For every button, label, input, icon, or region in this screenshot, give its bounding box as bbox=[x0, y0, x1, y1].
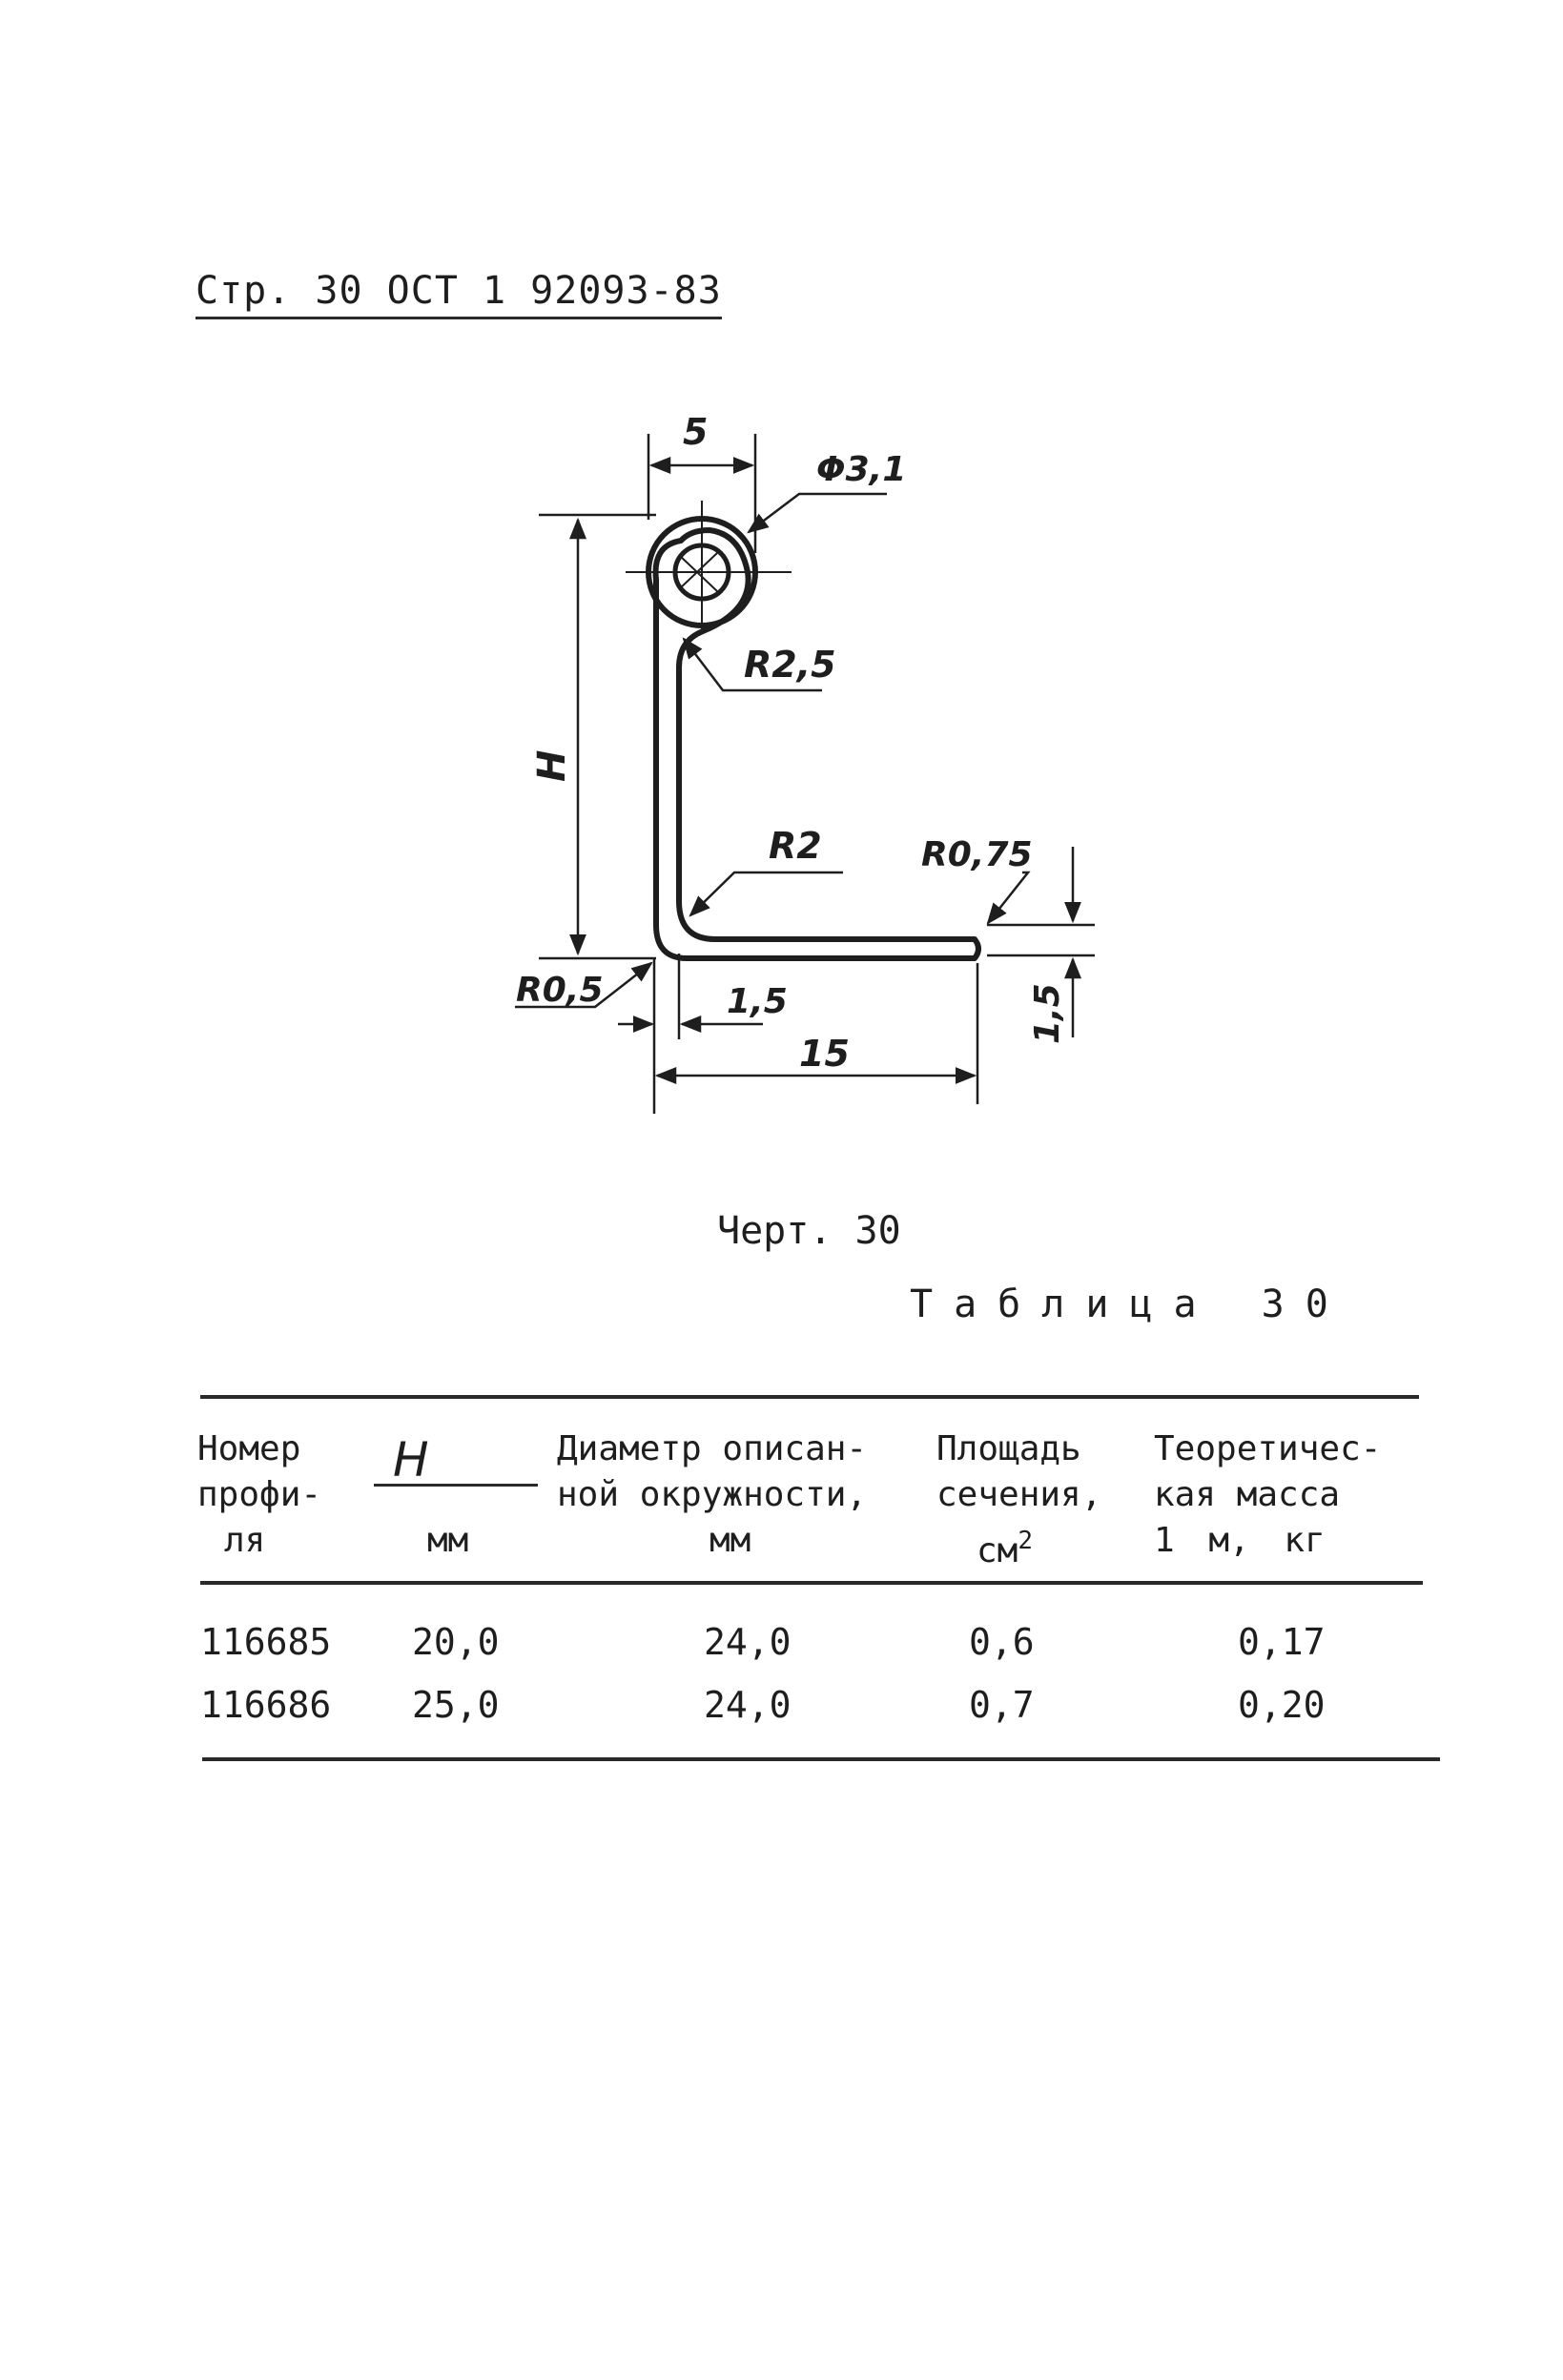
row2-profile: 116686 bbox=[200, 1684, 332, 1726]
header-area: Площадь сечения, см2 bbox=[936, 1429, 1102, 1570]
dim-radius-top-label: R2,5 bbox=[744, 644, 836, 686]
row2-area: 0,7 bbox=[969, 1684, 1035, 1726]
center-lines bbox=[626, 501, 792, 629]
dim-length-label: 15 bbox=[799, 1033, 850, 1075]
dim-radius-end-label: R0,75 bbox=[921, 835, 1033, 874]
dim-thickness-vertical-label: 1,5 bbox=[1028, 983, 1067, 1044]
dim-height-label: H bbox=[530, 750, 574, 782]
page-header: Стр. 30 ОСТ 1 92093-83 bbox=[195, 269, 722, 319]
drawing-caption: Черт. 30 bbox=[717, 1209, 901, 1253]
row1-area: 0,6 bbox=[969, 1621, 1035, 1663]
row2-diameter: 24,0 bbox=[704, 1684, 792, 1726]
row2-h: 25,0 bbox=[412, 1684, 500, 1726]
row1-profile: 116685 bbox=[200, 1621, 332, 1663]
dim-radius-inner-label: R2 bbox=[769, 825, 822, 867]
dim-top-label: 5 bbox=[683, 411, 708, 453]
dim-radius-corner-label: R0,5 bbox=[516, 971, 604, 1010]
h-header-rule bbox=[374, 1484, 538, 1487]
table-bottom-rule bbox=[202, 1757, 1440, 1761]
dim-diameter-label: Φ3,1 bbox=[816, 450, 906, 489]
header-mass: Теоретичес- кая масса 1 м, кг bbox=[1154, 1429, 1382, 1560]
row2-mass: 0,20 bbox=[1238, 1684, 1326, 1726]
dimension-lines bbox=[515, 457, 1081, 1084]
table-top-rule bbox=[200, 1395, 1419, 1399]
dim-thickness-horizontal-label: 1,5 bbox=[727, 982, 788, 1021]
row1-diameter: 24,0 bbox=[704, 1621, 792, 1663]
extension-lines bbox=[539, 434, 1095, 1114]
profile-shape bbox=[646, 516, 981, 961]
header-h-unit: мм bbox=[427, 1521, 469, 1560]
table-title: Таблица 30 bbox=[910, 1282, 1349, 1326]
row1-mass: 0,17 bbox=[1238, 1621, 1326, 1663]
header-diameter: Диаметр описан- ной окружности, мм bbox=[557, 1429, 868, 1560]
row1-h: 20,0 bbox=[412, 1621, 500, 1663]
header-h-symbol: H bbox=[393, 1432, 429, 1488]
header-profile: Номер профи- ля bbox=[197, 1429, 322, 1560]
header-bottom-rule bbox=[200, 1581, 1423, 1585]
